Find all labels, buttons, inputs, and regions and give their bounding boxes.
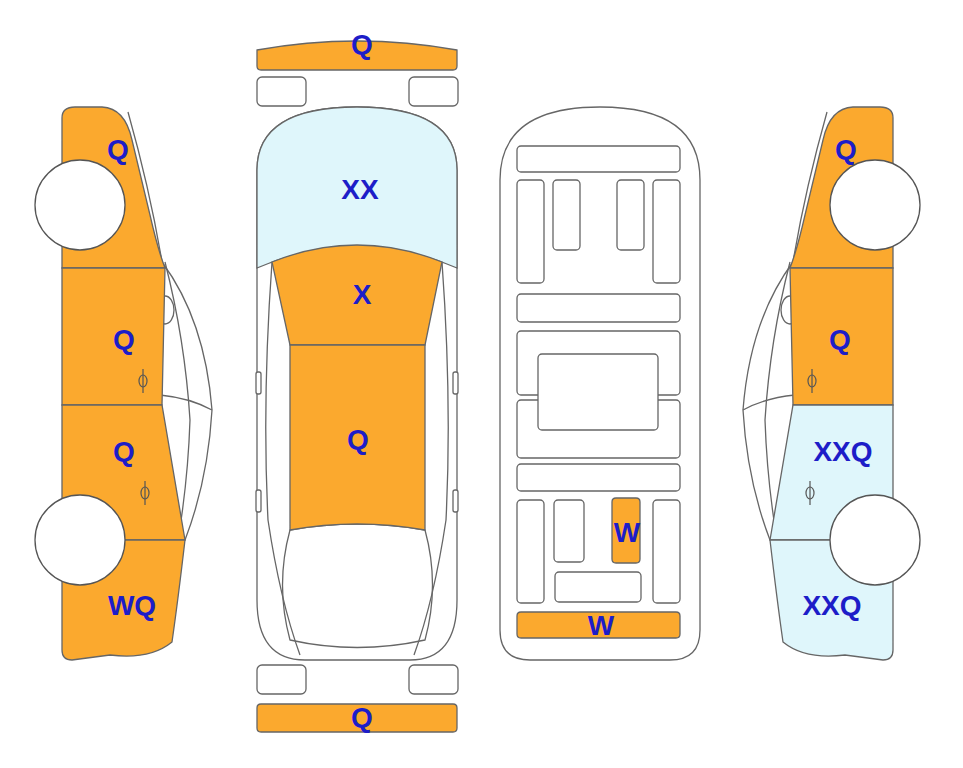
damage-code: Q (829, 326, 851, 354)
damage-code: XXQ (802, 592, 861, 620)
damage-code: Q (347, 426, 369, 454)
underbody-part: W (610, 496, 642, 565)
roof-panel: Q (286, 343, 429, 532)
front-bumper: Q (255, 34, 459, 72)
left-rear-quarter: WQ (34, 495, 187, 662)
right-front-door: Q (789, 266, 895, 407)
left-front-fender: Q (34, 105, 168, 270)
damage-code: XX (341, 176, 378, 204)
panel-shape (60, 266, 166, 407)
damage-code: W (614, 519, 640, 547)
rear-underbody-bar: W (515, 610, 682, 640)
panel-shape (34, 495, 187, 662)
right-front-fender: Q (787, 105, 921, 270)
right-rear-quarter: XXQ (768, 495, 921, 662)
damage-code: WQ (108, 592, 156, 620)
panel-shape (768, 495, 921, 662)
panel-shape (34, 105, 168, 270)
damage-code: Q (351, 31, 373, 59)
left-front-door: Q (60, 266, 166, 407)
damage-code: W (588, 612, 614, 640)
damage-code: XXQ (813, 438, 872, 466)
windshield: X (270, 228, 444, 347)
damage-code: Q (107, 136, 129, 164)
damage-code: Q (113, 438, 135, 466)
damage-code: X (353, 281, 372, 309)
damage-code: Q (113, 326, 135, 354)
damage-code: Q (351, 704, 373, 732)
damage-code: Q (835, 136, 857, 164)
rear-bumper: Q (255, 702, 459, 734)
panel-shape (787, 105, 921, 270)
